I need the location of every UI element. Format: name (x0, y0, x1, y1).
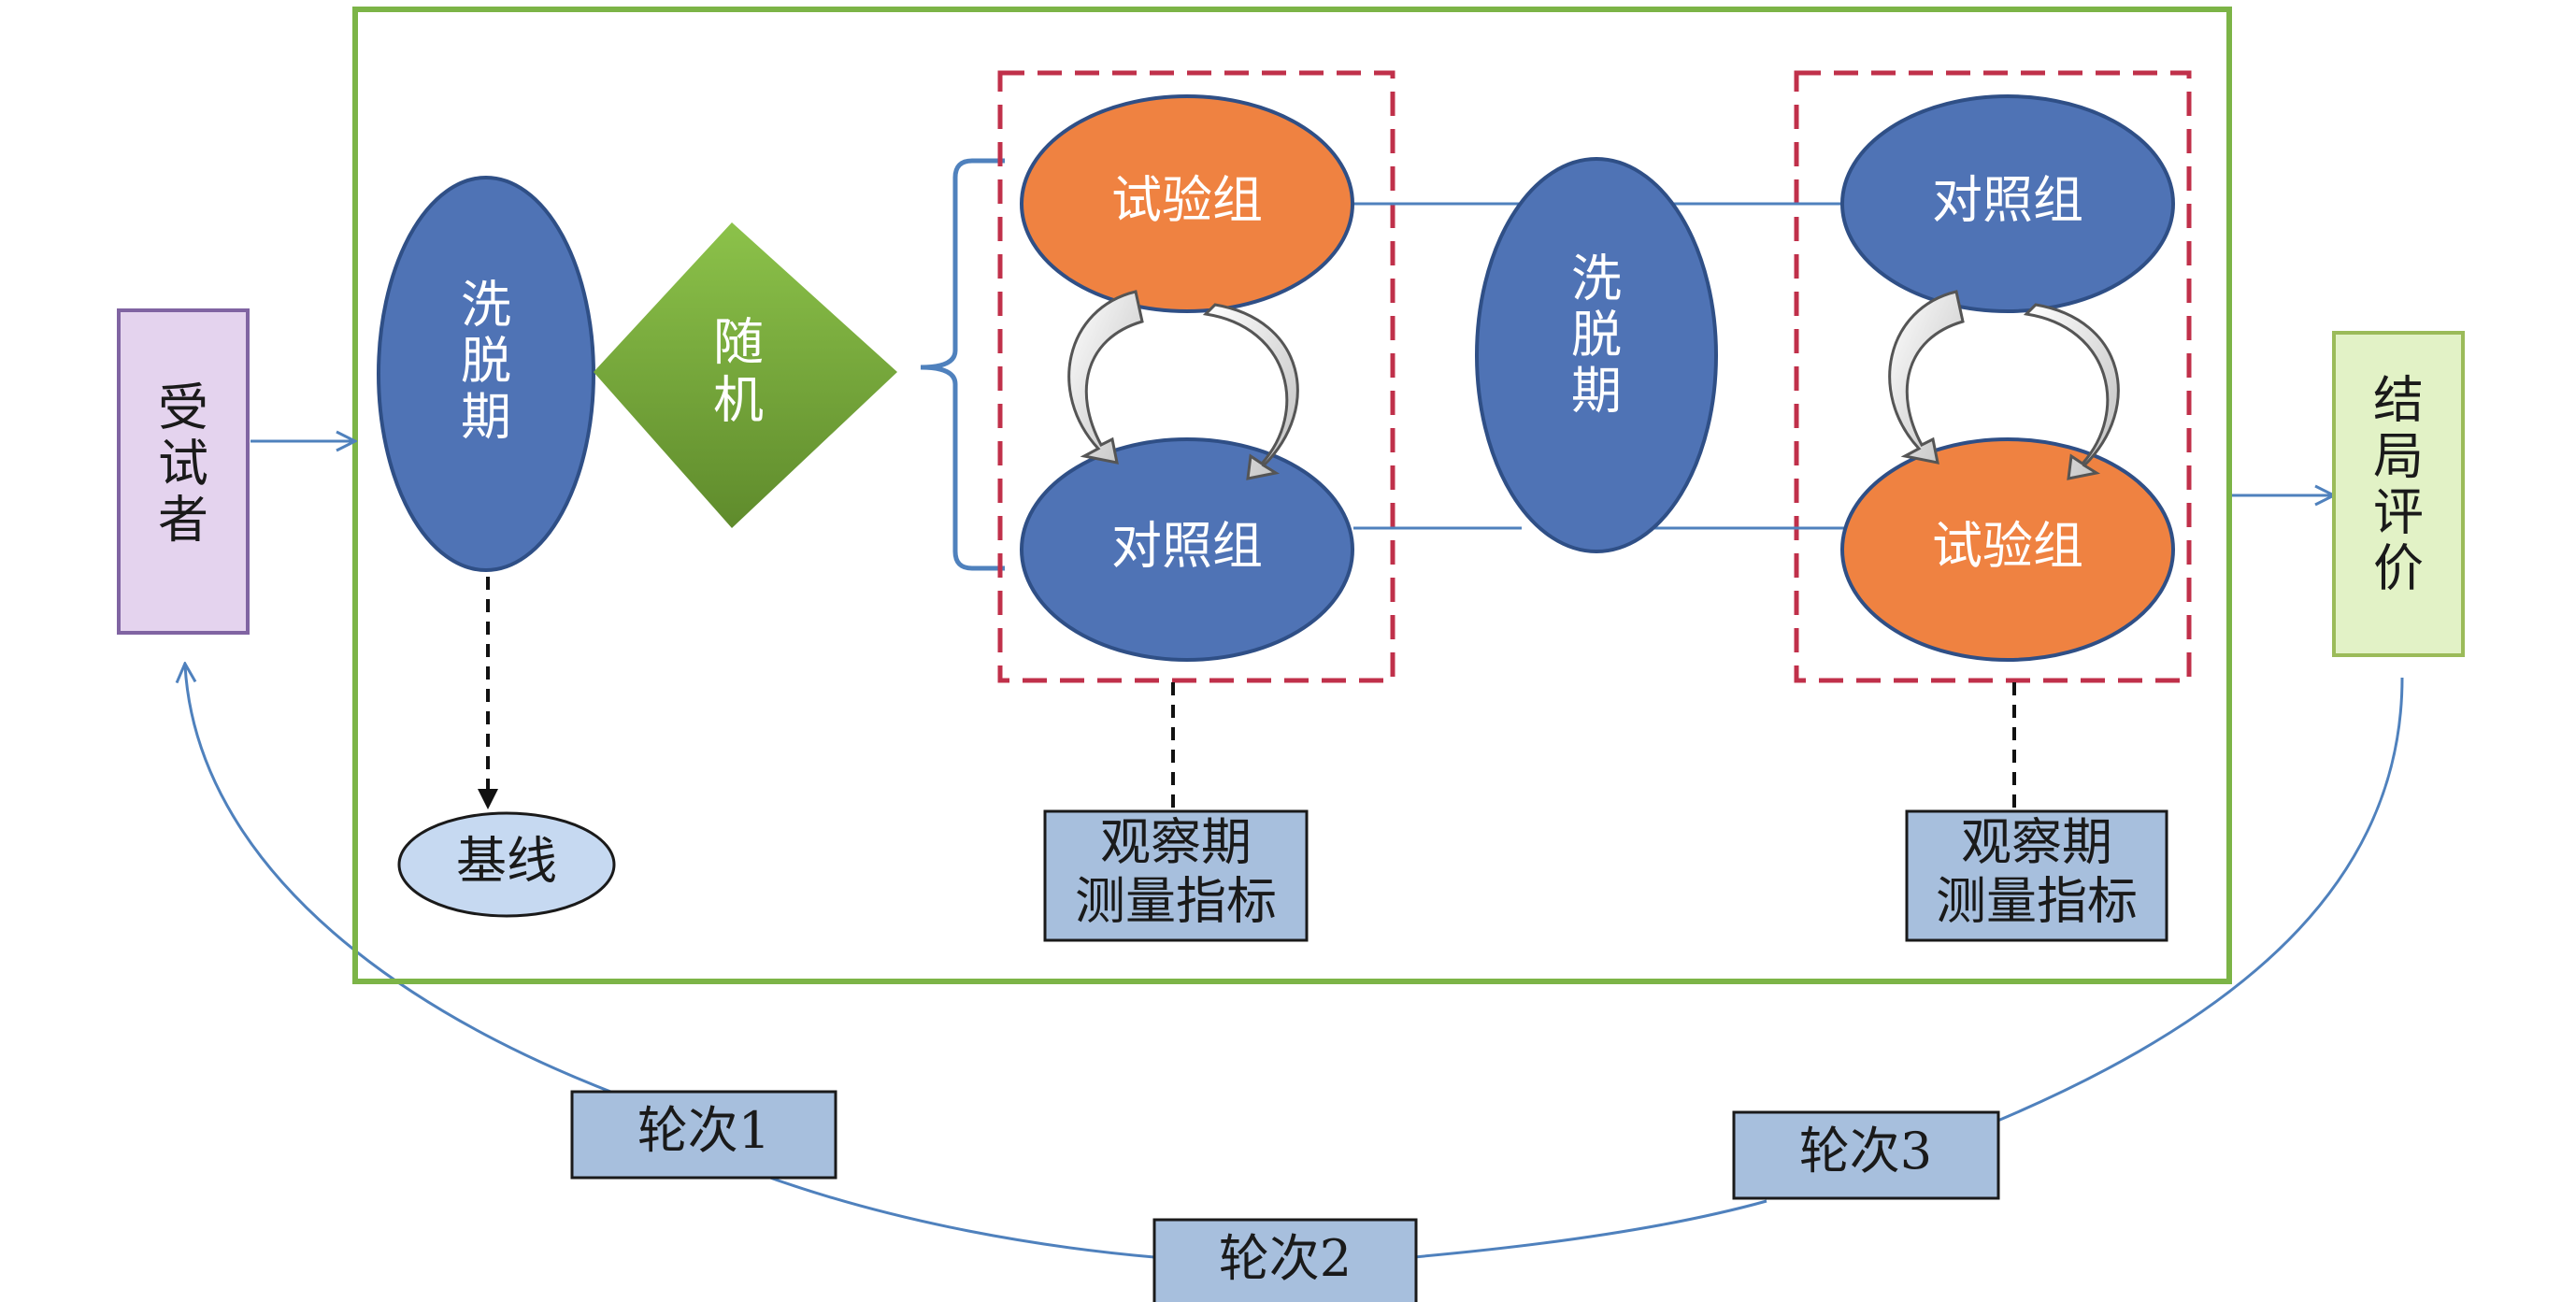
random-label-2: 机 (713, 371, 764, 430)
period-1-swap-arrows (1067, 290, 1299, 480)
washout-1-label-3: 期 (461, 388, 511, 447)
observation-box-2: 观察期 测量指标 (1905, 809, 2168, 942)
washout-2-label-1: 洗 (1571, 250, 1622, 308)
randomization-bracket (920, 158, 1005, 571)
round-curve-bottom-right (1412, 1199, 1767, 1259)
round-curve-right (1995, 677, 2404, 1123)
round-curve-bottom-left (756, 1171, 1155, 1259)
washout-1-label-1: 洗 (461, 276, 511, 335)
outcome-label-2: 局 (2373, 427, 2424, 486)
round-1-label: 轮次1 (637, 1101, 770, 1160)
observation-box-1: 观察期 测量指标 (1043, 809, 1309, 942)
round-box-3: 轮次3 (1732, 1110, 2000, 1200)
outcome-label-4: 价 (2373, 539, 2424, 598)
washout-2-label-2: 脱 (1571, 306, 1622, 365)
period-1-control-label: 对照组 (1111, 517, 1263, 576)
round-box-1: 轮次1 (570, 1090, 837, 1180)
baseline-label: 基线 (456, 832, 557, 891)
round-box-2: 轮次2 (1152, 1218, 1418, 1302)
period-2-test-group: 试验组 (1840, 437, 2175, 662)
period-2-control-group: 对照组 (1840, 94, 2175, 313)
baseline-node: 基线 (397, 811, 616, 918)
period-1-box (997, 70, 1395, 683)
round-3-label: 轮次3 (1799, 1122, 1932, 1180)
observation-1-line-2: 测量指标 (1075, 872, 1277, 931)
random-label-1: 随 (713, 313, 764, 372)
round-curve-left (185, 665, 711, 1128)
period-2-swap-arrows (1888, 290, 2120, 480)
washout-node-1: 洗 脱 期 (377, 176, 595, 572)
observation-2-line-2: 测量指标 (1936, 872, 2138, 931)
subject-node: 受 试 者 (117, 308, 250, 635)
period-1-test-group: 试验组 (1020, 94, 1354, 313)
period-1-test-label: 试验组 (1111, 171, 1263, 230)
washout-node-2: 洗 脱 期 (1475, 157, 1718, 553)
washout-2-label-3: 期 (1571, 362, 1622, 421)
random-node: 随 机 (594, 222, 897, 528)
period-2-test-label: 试验组 (1932, 517, 2083, 576)
washout-1-label-2: 脱 (461, 332, 511, 391)
trial-frame (352, 7, 2232, 984)
period-1-control-group: 对照组 (1020, 437, 1354, 662)
subject-label-3: 者 (158, 491, 208, 550)
round-2-label: 轮次2 (1219, 1229, 1352, 1288)
outcome-label-1: 结 (2373, 371, 2424, 430)
subject-label-2: 试 (158, 435, 208, 494)
outcome-node: 结 局 评 价 (2332, 331, 2465, 657)
outcome-label-3: 评 (2373, 483, 2424, 542)
subject-label-1: 受 (158, 379, 208, 437)
period-2-box (1794, 70, 2192, 683)
observation-2-line-1: 观察期 (1961, 813, 2112, 872)
observation-1-line-1: 观察期 (1100, 813, 1252, 872)
period-2-control-label: 对照组 (1932, 171, 2083, 230)
